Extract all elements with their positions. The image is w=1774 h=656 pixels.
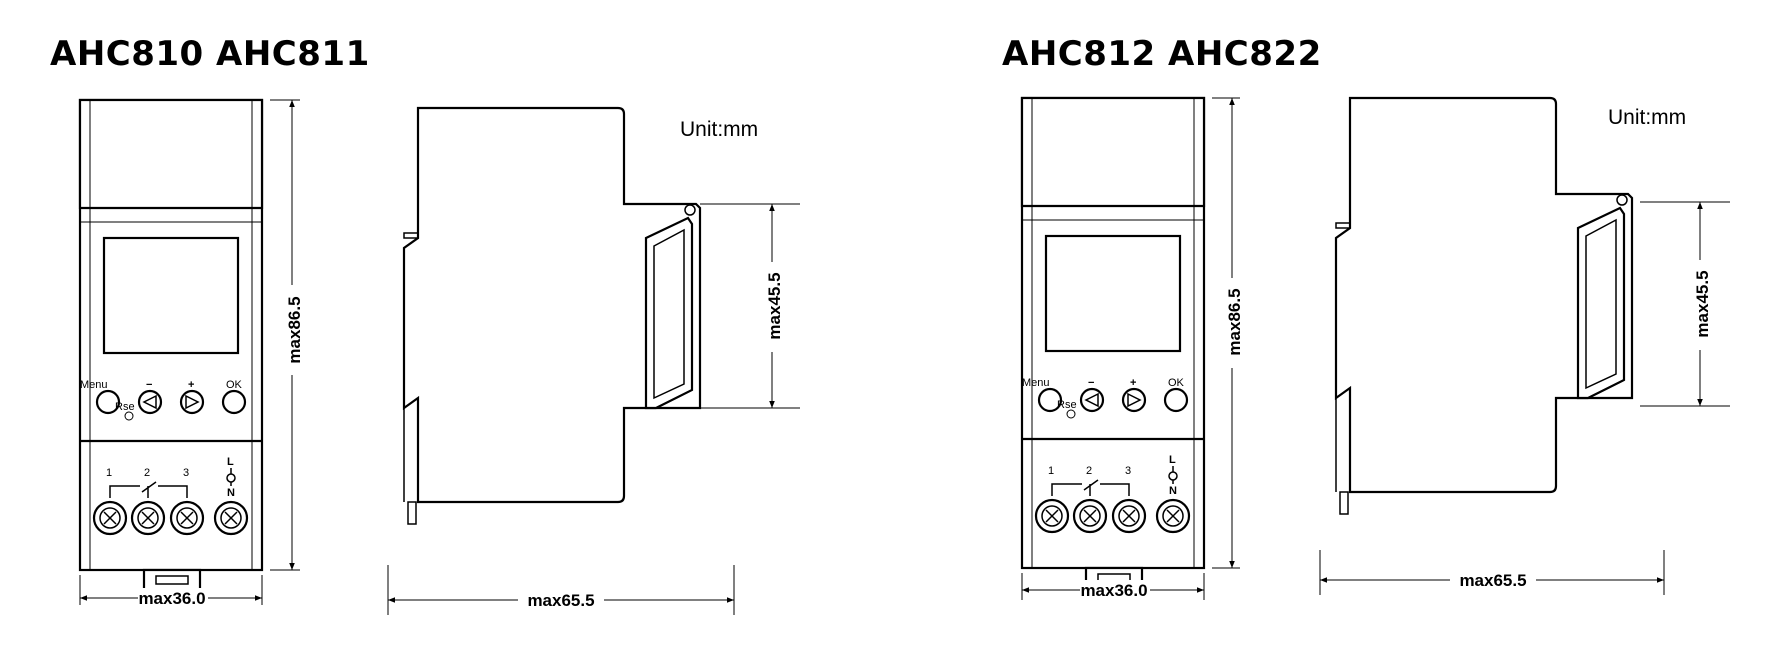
title-right: AHC812 AHC822 [1002,34,1322,74]
terminal-label-3: 3 [183,467,189,479]
width-dimension-left: max36.0 [79,575,263,608]
l-label: L [227,456,234,468]
rail-dimension-left: max45.5 [700,203,800,409]
n-label-right: N [1169,485,1177,497]
width-label-left: max36.0 [138,589,205,608]
title-left: AHC810 AHC811 [50,34,370,74]
rse-label: Rse [115,401,135,413]
height-label-left: max86.5 [285,296,304,363]
side-view-left [402,106,702,526]
terminal-label-1: 1 [106,467,112,479]
plus-button-label-right: + [1130,377,1136,389]
height-dimension-right: max86.5 [1212,97,1244,569]
rail-label-right: max45.5 [1693,270,1712,337]
terminal-label-3-right: 3 [1125,465,1131,477]
depth-label-left: max65.5 [527,591,594,610]
height-dimension-left: max86.5 [270,99,304,571]
terminal-label-1-right: 1 [1048,465,1054,477]
unit-label-left: Unit:mm [680,118,758,141]
terminal-label-2: 2 [144,467,150,479]
front-view-left: L Menu − + OK Rse 1 2 3 L N [78,98,264,592]
n-label: N [227,487,235,499]
rse-label-right: Rse [1057,399,1077,411]
terminal-label-2-right: 2 [1086,465,1092,477]
unit-label-right: Unit:mm [1608,106,1686,129]
menu-button-label-right: Menu [1022,377,1050,389]
side-view-right [1334,96,1634,516]
front-view-right: 4 5 6 L Menu − + OK Rse 1 2 3 L N [1020,96,1206,590]
minus-button-label: − [146,379,152,391]
ok-button-label-right: OK [1168,377,1185,389]
rail-dimension-right: max45.5 [1640,201,1730,407]
rail-label-left: max45.5 [765,272,784,339]
width-dimension-right: max36.0 [1021,573,1205,600]
width-label-right: max36.0 [1080,581,1147,600]
l-label-right: L [1169,454,1176,466]
ok-button-label: OK [226,379,243,391]
height-label-right: max86.5 [1225,288,1244,355]
menu-button-label: Menu [80,379,108,391]
depth-dimension-right: max65.5 [1319,550,1665,595]
depth-dimension-left: max65.5 [387,565,735,615]
minus-button-label-right: − [1088,377,1094,389]
depth-label-right: max65.5 [1459,571,1526,590]
plus-button-label: + [188,379,194,391]
